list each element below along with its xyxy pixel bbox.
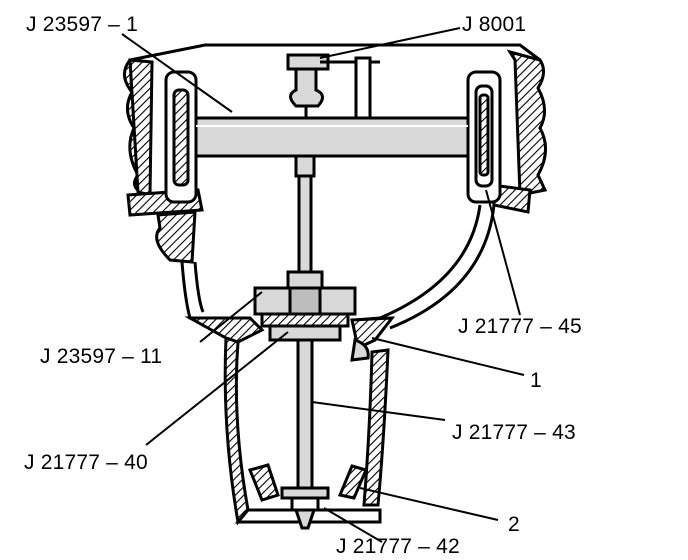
leader-j8001 <box>319 27 461 59</box>
leader-j21777-40 <box>145 331 289 446</box>
adapter-block-j23597-11 <box>253 270 357 316</box>
center-shaft <box>294 154 316 278</box>
label-j23597-1: J 23597 – 1 <box>26 13 138 36</box>
cross-bar-j23597-1 <box>194 116 470 158</box>
fixture-j21777-42 <box>280 486 330 530</box>
leader-j23597-11 <box>199 291 263 343</box>
support-pillars <box>164 70 502 204</box>
leader-j21777-43 <box>311 401 446 421</box>
leader-j21777-45 <box>485 189 521 316</box>
leader-j23597-1 <box>121 33 233 113</box>
label-j23597-11: J 23597 – 11 <box>40 345 163 368</box>
label-j21777-43: J 21777 – 43 <box>452 421 576 444</box>
leader-part-1 <box>371 337 525 376</box>
dial-indicator-j8001 <box>286 53 380 120</box>
label-j8001: J 8001 <box>462 13 527 36</box>
rod-j21777-43 <box>296 338 314 490</box>
label-j21777-45: J 21777 – 45 <box>458 315 582 338</box>
leader-part-2 <box>359 487 499 521</box>
label-part-1: 1 <box>530 369 542 392</box>
plate-j21777-40 <box>260 312 350 342</box>
label-j21777-42: J 21777 – 42 <box>336 535 460 558</box>
label-part-2: 2 <box>508 513 520 536</box>
label-j21777-40: J 21777 – 40 <box>24 451 148 474</box>
leader-j21777-42 <box>323 507 383 543</box>
leader-lines <box>121 27 525 543</box>
